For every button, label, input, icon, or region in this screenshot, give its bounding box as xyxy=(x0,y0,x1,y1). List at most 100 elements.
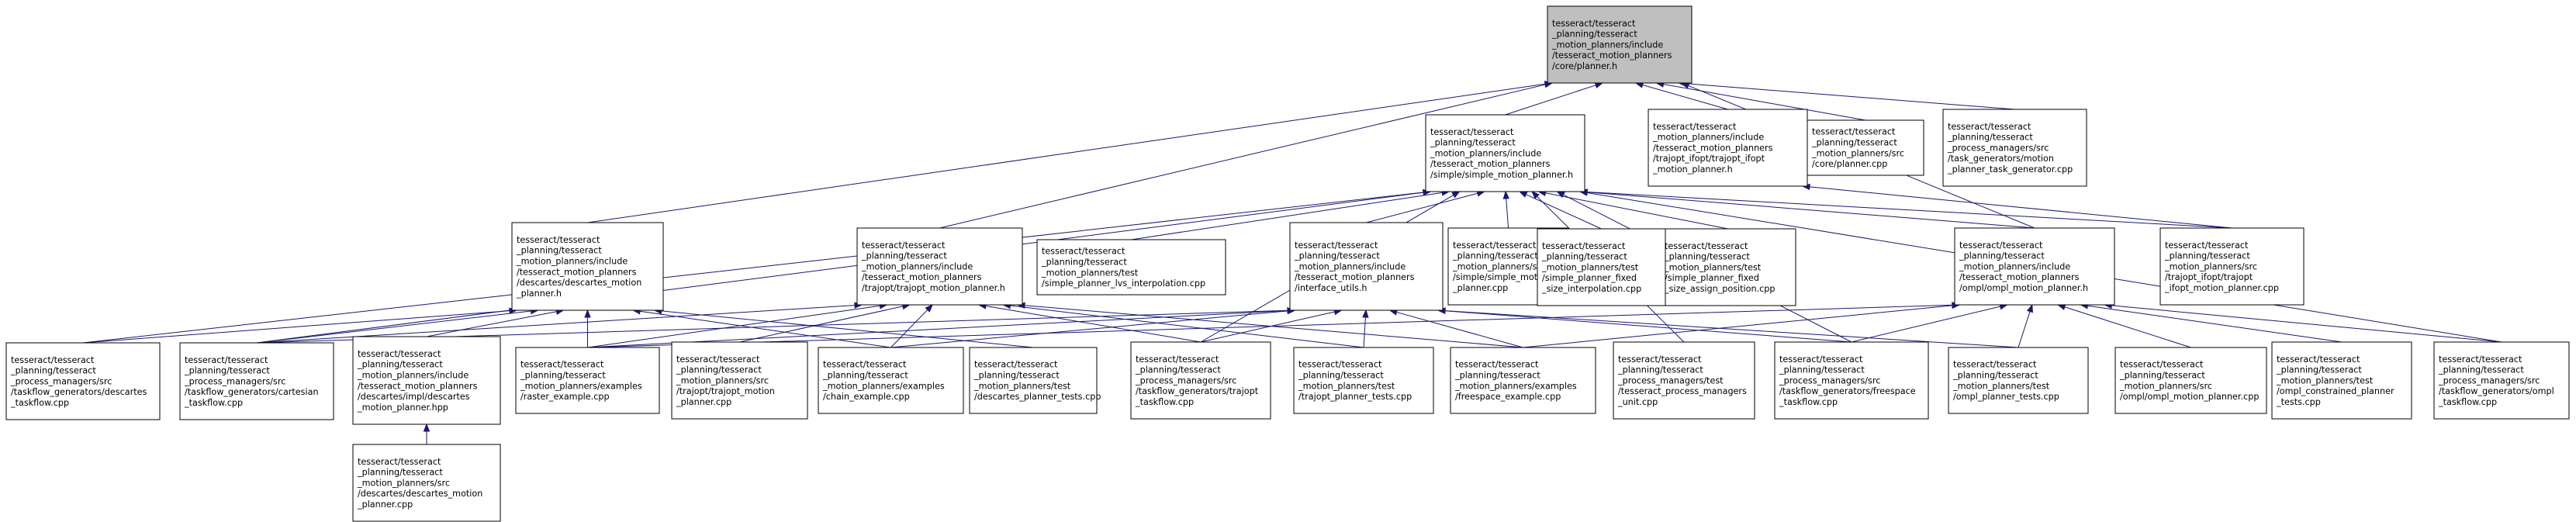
node-label-line: /tesseract_motion_planners xyxy=(1430,159,1551,169)
node-box xyxy=(818,347,964,414)
edge-n23-to-n6 xyxy=(1016,302,1523,348)
edge-line xyxy=(1131,192,1443,240)
file-node[interactable]: tesseract/tesseract_planning/tesseract_m… xyxy=(2271,341,2412,420)
file-node[interactable]: tesseract/tesseract_planning/tesseract_m… xyxy=(1807,119,1924,176)
node-box xyxy=(1774,341,1929,420)
node-label-line: /simple_planner_fixed xyxy=(1665,273,1759,283)
node-box xyxy=(1289,222,1444,311)
file-node[interactable]: tesseract/tesseract_planning/tesseract_m… xyxy=(2159,227,2305,306)
node-label-line: _motion_planners/test xyxy=(1041,268,1139,278)
node-box xyxy=(2433,341,2570,420)
node-label-line: _taskflow.cpp xyxy=(1779,397,1838,407)
file-node[interactable]: tesseract/tesseract_planning/tesseract_m… xyxy=(969,347,1101,414)
root-file-node[interactable]: tesseract/tesseract_planning/tesseract_m… xyxy=(1547,5,1693,84)
node-label-line: _motion_planners/include xyxy=(1959,261,2070,271)
node-box xyxy=(2271,341,2412,420)
edge-line xyxy=(939,84,1546,229)
file-node[interactable]: tesseract/tesseract_motion_planners/incl… xyxy=(1648,109,1808,187)
node-label-line: _planner.cpp xyxy=(357,500,413,510)
node-label-line: /trajopt/trajopt_motion xyxy=(676,386,775,396)
node-box xyxy=(511,222,664,311)
edge-line xyxy=(985,305,1202,343)
node-label-line: /trajopt_ifopt/trajopt_ifopt xyxy=(1653,154,1765,164)
node-box xyxy=(1036,239,1226,296)
file-node[interactable]: tesseract/tesseract_planning/tesseract_m… xyxy=(671,341,808,420)
node-label-line: tesseract/tesseract xyxy=(1298,360,1382,370)
file-node[interactable]: tesseract/tesseract_planning/tesseract_p… xyxy=(1774,341,1929,420)
edge-line xyxy=(1586,192,2035,229)
node-label-line: /tesseract_motion_planners xyxy=(1295,272,1415,282)
edge-line xyxy=(890,310,1288,348)
file-node[interactable]: tesseract/tesseract_planning/tesseract_p… xyxy=(5,342,161,420)
node-label-line: _planning/tesseract xyxy=(1952,370,2038,380)
node-label-line: _motion_planners/src xyxy=(676,375,769,385)
file-node[interactable]: tesseract/tesseract_planning/tesseract_m… xyxy=(818,347,964,414)
node-label-line: tesseract/tesseract xyxy=(1430,127,1514,137)
edge-line xyxy=(256,305,856,344)
arrowhead-icon xyxy=(1362,309,1369,318)
edge-line xyxy=(1526,194,1602,230)
file-node[interactable]: tesseract/tesseract_planning/tesseract_p… xyxy=(2433,341,2570,420)
file-node[interactable]: tesseract/tesseract_planning/tesseract_m… xyxy=(1948,347,2089,414)
node-label-line: /ompl_constrained_planner xyxy=(2277,386,2394,396)
node-label-line: tesseract/tesseract xyxy=(1948,122,2031,132)
node-label-line: /trajopt_planner_tests.cpp xyxy=(1298,392,1412,402)
node-label-line: _planning/tesseract xyxy=(357,468,443,478)
edge-line xyxy=(2111,305,2502,343)
edge-n30-to-n16 xyxy=(423,423,430,444)
arrowhead-icon xyxy=(1502,190,1510,199)
edge-n26-to-n12 xyxy=(2018,303,2033,348)
node-label-line: _planning/tesseract xyxy=(1779,365,1865,375)
edge-n23-to-n12 xyxy=(1523,302,1961,348)
node-label-line: /core/planner.h xyxy=(1552,61,1617,71)
arrowhead-icon xyxy=(1531,191,1540,199)
file-node[interactable]: tesseract/tesseract_planning/tesseract_m… xyxy=(1289,222,1444,311)
arrowhead-icon xyxy=(2026,303,2033,313)
node-box xyxy=(1942,109,2087,187)
node-box xyxy=(1547,5,1693,84)
node-label-line: _planning/tesseract xyxy=(1811,137,1897,147)
node-box xyxy=(1613,341,1755,420)
node-box xyxy=(2159,227,2305,306)
node-label-line: _planning/tesseract xyxy=(1947,133,2033,143)
file-node[interactable]: tesseract/tesseract_planning/tesseract_m… xyxy=(1425,114,1585,192)
file-node[interactable]: tesseract/tesseract_planning/tesseract_m… xyxy=(511,222,664,311)
node-label-line: _size_assign_position.cpp xyxy=(1664,284,1776,294)
file-node[interactable]: tesseract/tesseract_planning/tesseract_m… xyxy=(1954,227,2115,306)
node-label-line: /simple/simple_motion_planner.h xyxy=(1430,170,1573,180)
node-label-line: tesseract/tesseract xyxy=(974,360,1058,370)
file-node[interactable]: tesseract/tesseract_planning/tesseract_m… xyxy=(1293,347,1434,414)
node-label-line: tesseract/tesseract xyxy=(1779,354,1863,365)
edge-line xyxy=(256,310,531,344)
file-node[interactable]: tesseract/tesseract_planning/tesseract_p… xyxy=(1942,109,2087,187)
node-box xyxy=(1293,347,1434,414)
file-node[interactable]: tesseract/tesseract_planning/tesseract_m… xyxy=(2114,347,2267,414)
node-box xyxy=(1130,341,1271,420)
node-label-line: /taskflow_generators/freespace xyxy=(1779,386,1916,396)
edge-n11-to-n1 xyxy=(1518,191,1602,230)
file-node[interactable]: tesseract/tesseract_planning/tesseract_m… xyxy=(1537,228,1666,306)
node-label-line: /simple_planner_fixed xyxy=(1542,273,1637,283)
edges-layer xyxy=(82,80,2502,444)
node-label-line: _planning/tesseract xyxy=(2276,365,2362,375)
node-label-line: _motion_planners/test xyxy=(2276,375,2374,385)
file-node[interactable]: tesseract/tesseract_planning/tesseract_p… xyxy=(1613,341,1755,420)
node-box xyxy=(1659,228,1796,306)
file-node[interactable]: tesseract/tesseract_planning/tesseract_p… xyxy=(179,342,334,420)
file-node[interactable]: tesseract/tesseract_planning/tesseract_p… xyxy=(1130,341,1271,420)
file-node[interactable]: tesseract/tesseract_planning/tesseract_m… xyxy=(1659,228,1796,306)
node-label-line: /tesseract_motion_planners xyxy=(1552,50,1672,60)
edge-n4-to-n0 xyxy=(1678,80,2015,110)
file-node[interactable]: tesseract/tesseract_planning/tesseract_m… xyxy=(1036,239,1226,296)
node-label-line: _planning/tesseract xyxy=(1430,138,1516,148)
node-label-line: /chain_example.cpp xyxy=(823,392,910,402)
file-node[interactable]: tesseract/tesseract_planning/tesseract_m… xyxy=(515,347,660,414)
node-label-line: _planning/tesseract xyxy=(1664,252,1750,262)
file-node[interactable]: tesseract/tesseract_planning/tesseract_m… xyxy=(856,227,1023,306)
node-label-line: tesseract/tesseract xyxy=(2277,354,2360,365)
file-node[interactable]: tesseract/tesseract_planning/tesseract_m… xyxy=(1450,347,1596,414)
node-label-line: tesseract/tesseract xyxy=(1653,122,1737,132)
node-label-line: _planning/tesseract xyxy=(516,246,602,256)
file-node[interactable]: tesseract/tesseract_planning/tesseract_m… xyxy=(352,444,501,522)
file-node[interactable]: tesseract/tesseract_planning/tesseract_m… xyxy=(352,336,501,425)
